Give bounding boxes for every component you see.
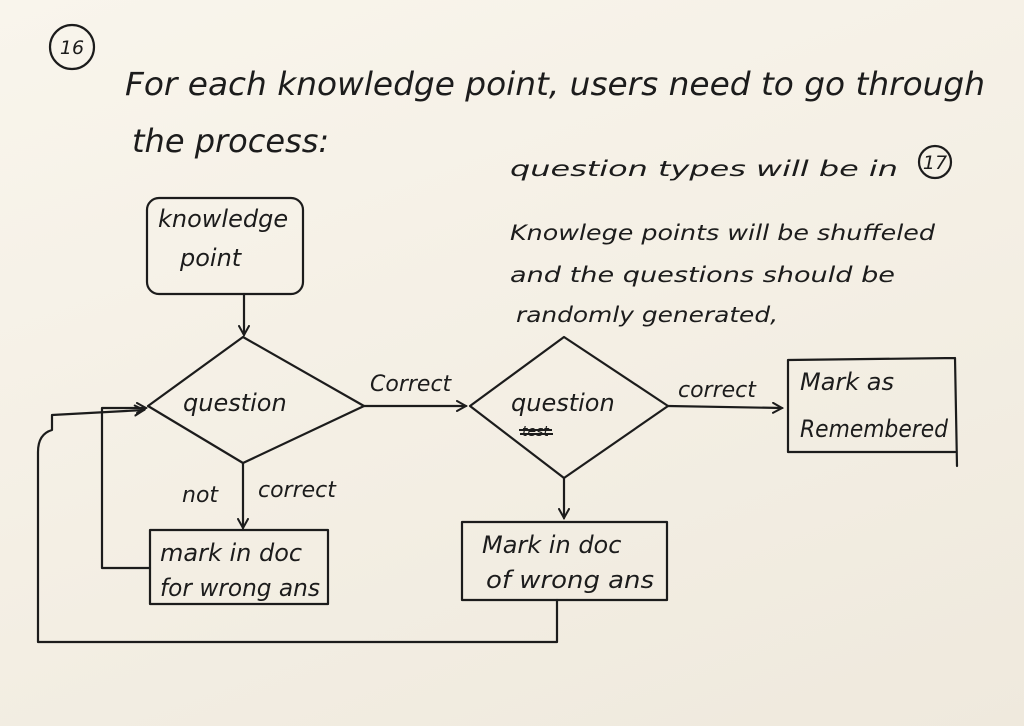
knowledge-point-box bbox=[145, 196, 305, 296]
mark-wrong-2-box bbox=[460, 520, 669, 602]
page-number: 16 bbox=[60, 37, 84, 59]
heading-line-1: For each knowledge point, users need to … bbox=[125, 65, 985, 103]
page-number-badge: 16 bbox=[48, 23, 96, 71]
node-remembered: Mark as Remembered bbox=[786, 356, 959, 468]
node-mark-wrong-1: mark in doc for wrong ans bbox=[148, 528, 330, 606]
note-question-types: question types will be in bbox=[510, 157, 898, 181]
page-number-circle bbox=[48, 23, 96, 71]
note-ref-number: 17 bbox=[923, 152, 947, 174]
note-questions-should-be: and the questions should be bbox=[510, 263, 895, 287]
note-ref-badge: 17 bbox=[917, 144, 953, 180]
mark-wrong-1-label-1: mark in doc bbox=[160, 539, 302, 567]
knowledge-point-label-1: knowledge bbox=[158, 205, 288, 233]
node-knowledge-point: knowledge point bbox=[145, 196, 305, 296]
edge-loop-mark2-to-question bbox=[36, 410, 559, 644]
edge-label-not-correct: correct bbox=[258, 478, 337, 503]
mark-wrong-2-label-1: Mark in doc bbox=[482, 531, 621, 559]
question-2-struck-word: test bbox=[522, 424, 549, 440]
mark-wrong-2-label-2: of wrong ans bbox=[486, 566, 654, 594]
edge-question2-correct bbox=[666, 406, 782, 408]
node-mark-wrong-2: Mark in doc of wrong ans bbox=[460, 520, 669, 602]
heading-line-2: the process: bbox=[132, 122, 329, 160]
edge-label-correct-2: correct bbox=[678, 378, 757, 403]
question-2-label: question bbox=[511, 389, 615, 417]
knowledge-point-label-2: point bbox=[179, 244, 243, 272]
edge-loop-mark1-to-question bbox=[100, 408, 152, 570]
question-1-label: question bbox=[183, 389, 287, 417]
remembered-box bbox=[786, 356, 959, 468]
note-randomly-generated: randomly generated, bbox=[516, 303, 778, 327]
node-question-1: question bbox=[146, 335, 366, 465]
remembered-label-1: Mark as bbox=[800, 368, 894, 396]
edge-label-not: not bbox=[182, 483, 219, 508]
node-question-2: question test bbox=[468, 335, 670, 480]
note-ref-circle bbox=[917, 144, 953, 180]
mark-wrong-1-label-2: for wrong ans bbox=[160, 574, 320, 602]
note-shuffled: Knowlege points will be shuffeled bbox=[510, 221, 936, 245]
edge-label-correct-1: Correct bbox=[370, 372, 453, 397]
remembered-label-2: Remembered bbox=[800, 415, 949, 443]
